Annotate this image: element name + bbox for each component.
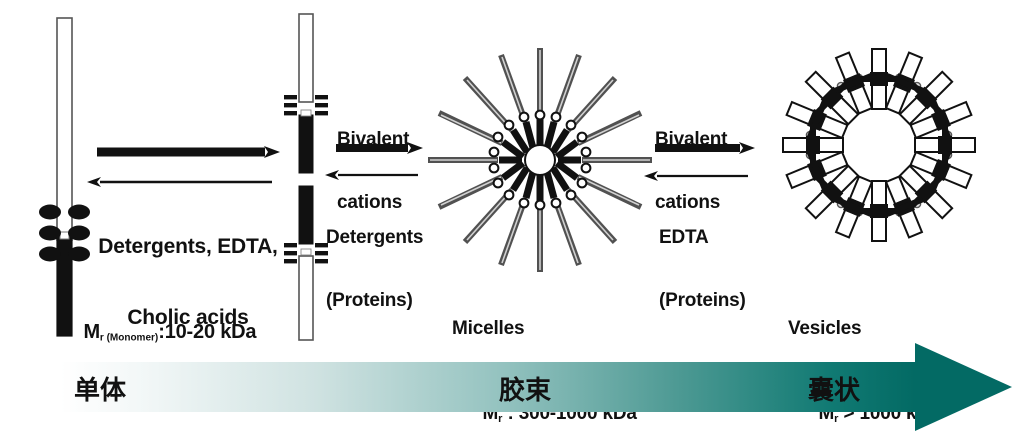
vesicle-caption-title: Vesicles [788, 317, 862, 339]
reaction-1-reverse-label: Detergents, EDTA, Cholic acids [88, 188, 288, 376]
reaction-3-reverse-line1: EDTA [659, 226, 709, 248]
stage-label-vesicle: 囊状 [808, 375, 861, 405]
structure-vesicle [782, 48, 976, 242]
reaction-3-arrows [644, 142, 755, 181]
reaction-3-reverse-label: EDTA (Proteins) [659, 184, 799, 354]
reaction-1-arrows [87, 146, 280, 187]
structure-dimer [284, 13, 328, 341]
reaction-2-reverse-line1: Detergents [326, 226, 424, 248]
monomer-mass-symbol: M [83, 321, 100, 344]
structure-monomer [39, 17, 90, 337]
reaction-2-forward-label: Bivalent cations [337, 86, 457, 256]
reaction-1-reverse-line2: Cholic acids [127, 305, 249, 329]
reaction-3-forward-line2: cations [655, 192, 721, 214]
micelle-headgroups [488, 109, 592, 211]
progression-band: 单体 胶束 囊状 [0, 340, 1012, 433]
reaction-3-forward-label: Bivalent cations [655, 86, 775, 256]
progression-arrow-head [915, 343, 1012, 431]
reaction-2-forward-line1: Bivalent [337, 128, 410, 150]
reaction-2-forward-line2: cations [337, 192, 403, 214]
reaction-1-reverse-line1: Detergents, EDTA, [98, 235, 278, 259]
micelle-core [524, 144, 556, 176]
progression-arrow-body [60, 362, 915, 412]
progression-arrow [60, 343, 1012, 431]
vesicle-mass-subscript: r [834, 412, 839, 425]
micelle-caption-title: Micelles [452, 317, 525, 339]
monomer-mass-subscript: r (Monomer) [99, 332, 159, 344]
assembly-diagram [39, 13, 976, 341]
reaction-2-reverse-label: Detergents (Proteins) [326, 184, 466, 354]
stage-label-micelle: 胶束 [499, 375, 552, 405]
monomer-headgroups [39, 204, 90, 262]
structure-micelle [428, 48, 652, 272]
reaction-3-forward-line1: Bivalent [655, 128, 728, 150]
micelle-mass-subscript: r [498, 412, 503, 425]
monomer-mass-label: Mr (Monomer):10-20 kDa [62, 299, 256, 366]
reaction-2-arrows [325, 142, 423, 180]
monomer-mass-value: :10-20 kDa [158, 321, 257, 344]
micelle-inner-tails [499, 119, 581, 201]
reaction-2-reverse-line2: (Proteins) [326, 290, 413, 312]
stage-label-monomer: 单体 [74, 375, 127, 405]
reaction-3-reverse-line2: (Proteins) [659, 290, 746, 312]
vesicle-units [782, 48, 976, 242]
